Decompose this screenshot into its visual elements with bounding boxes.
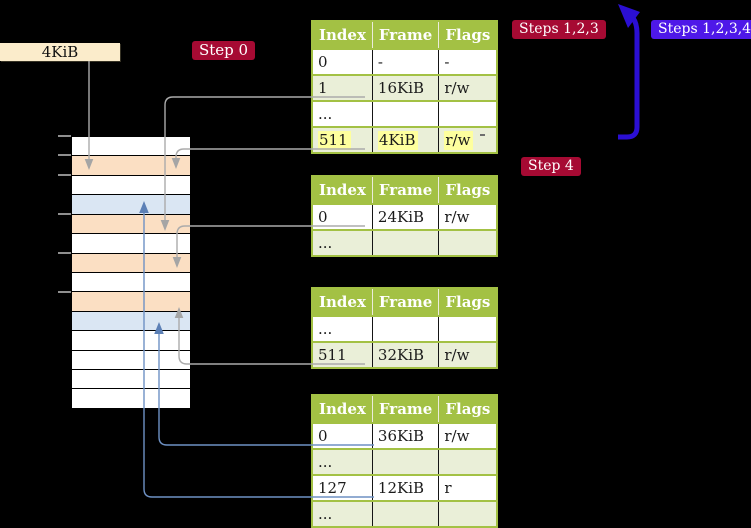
cell-index: 0 (312, 48, 373, 75)
table-row: 127 12KiB r (312, 474, 498, 501)
cell-index: ... (312, 448, 373, 475)
cell-frame: - (371, 48, 439, 75)
memory-frame-row-white (72, 350, 190, 371)
page-table-step4: Index Frame Flags 0 36KiB r/w ... 127 12… (311, 394, 499, 528)
table-row: 0 36KiB r/w (312, 422, 498, 449)
badge-step-0: Step 0 (192, 41, 256, 60)
col-header-frame: Frame (371, 395, 439, 423)
cell-flags: r/w (438, 341, 498, 368)
table-header-row: Index Frame Flags (312, 21, 498, 49)
memory-frame-row-blue (72, 195, 190, 215)
memory-tick (58, 252, 71, 254)
cell-flags: r/w (438, 422, 498, 449)
cell-flags: r/w (438, 126, 498, 153)
page-table-steps123-b: Index Frame Flags ... 511 32KiB r/w (311, 287, 499, 369)
table-row: 1 16KiB r/w (312, 74, 498, 101)
memory-tick (58, 154, 71, 156)
memory-frame-row-white (72, 389, 190, 408)
cell-frame: 12KiB (371, 474, 439, 501)
memory-frame-row-white (72, 137, 190, 157)
badge-steps-123: Steps 1,2,3 (512, 20, 606, 39)
cell-index: 127 (312, 474, 373, 501)
table-header-row: Index Frame Flags (312, 288, 498, 316)
col-header-index: Index (312, 288, 373, 316)
cell-index: 0 (312, 422, 373, 449)
memory-tick (58, 213, 71, 215)
page-table-step0: Index Frame Flags 0 - - 1 16KiB r/w ... … (311, 20, 499, 154)
table-row: 511 32KiB r/w (312, 341, 498, 368)
memory-tick (58, 291, 71, 293)
col-header-index: Index (312, 21, 373, 49)
memory-frame-row-orange (72, 253, 190, 273)
cell-frame (371, 500, 439, 527)
memory-frame-row-orange (72, 156, 190, 176)
cell-index: 511 (312, 126, 373, 153)
cell-frame (371, 100, 439, 127)
table-row: 0 24KiB r/w (312, 203, 498, 230)
table-row: ... (312, 315, 498, 342)
col-header-flags: Flags (438, 21, 498, 49)
col-header-frame: Frame (371, 21, 439, 49)
cell-index: 1 (312, 74, 373, 101)
cell-flags (438, 100, 498, 127)
table-row: ... (312, 100, 498, 127)
cell-frame: 16KiB (371, 74, 439, 101)
memory-frame-row-orange (72, 214, 190, 235)
cell-flags (438, 448, 498, 475)
memory-frame-row-white (72, 175, 190, 196)
cell-index: ... (312, 500, 373, 527)
table-row: 0 - - (312, 48, 498, 75)
table-header-row: Index Frame Flags (312, 395, 498, 423)
cell-frame: 32KiB (371, 341, 439, 368)
cell-index: 0 (312, 203, 373, 230)
cell-index: ... (312, 315, 373, 342)
cell-frame (371, 229, 439, 256)
memory-frame-row-orange (72, 292, 190, 312)
col-header-index: Index (312, 176, 373, 204)
cell-flags: r/w (438, 74, 498, 101)
cell-flags (438, 315, 498, 342)
page-table-steps123-a: Index Frame Flags 0 24KiB r/w ... (311, 175, 499, 257)
memory-frame-row-blue (72, 311, 190, 332)
col-header-flags: Flags (438, 395, 498, 423)
col-header-flags: Flags (438, 288, 498, 316)
frame-size-label: 4KiB (0, 43, 120, 61)
cell-flags: r (438, 474, 498, 501)
cell-flags (438, 229, 498, 256)
table-row: ... (312, 448, 498, 475)
cell-frame (371, 315, 439, 342)
col-header-flags: Flags (438, 176, 498, 204)
memory-frame-row-white (72, 370, 190, 390)
cell-flags (438, 500, 498, 527)
badge-steps-1234: Steps 1,2,3,4 (651, 20, 751, 39)
table-row: ... (312, 500, 498, 527)
memory-frame-row-white (72, 272, 190, 293)
cell-frame: 24KiB (371, 203, 439, 230)
memory-tick (58, 135, 71, 137)
cell-index: 511 (312, 341, 373, 368)
memory-column (71, 136, 191, 409)
cell-index: ... (312, 100, 373, 127)
badge-step-4: Step 4 (521, 157, 581, 176)
cell-frame (371, 448, 439, 475)
col-header-index: Index (312, 395, 373, 423)
cell-frame: 36KiB (371, 422, 439, 449)
table-row: ... (312, 229, 498, 256)
table-header-row: Index Frame Flags (312, 176, 498, 204)
memory-frame-row-white (72, 234, 190, 254)
cell-frame: 4KiB (371, 126, 439, 153)
memory-frame-row-white (72, 331, 190, 351)
cell-index: ... (312, 229, 373, 256)
memory-tick (58, 174, 71, 176)
table-row-highlighted: 511 4KiB r/w (312, 126, 498, 153)
cell-flags: - (438, 48, 498, 75)
cell-flags: r/w (438, 203, 498, 230)
arrow-steps-cycle (618, 4, 640, 140)
col-header-frame: Frame (371, 288, 439, 316)
col-header-frame: Frame (371, 176, 439, 204)
